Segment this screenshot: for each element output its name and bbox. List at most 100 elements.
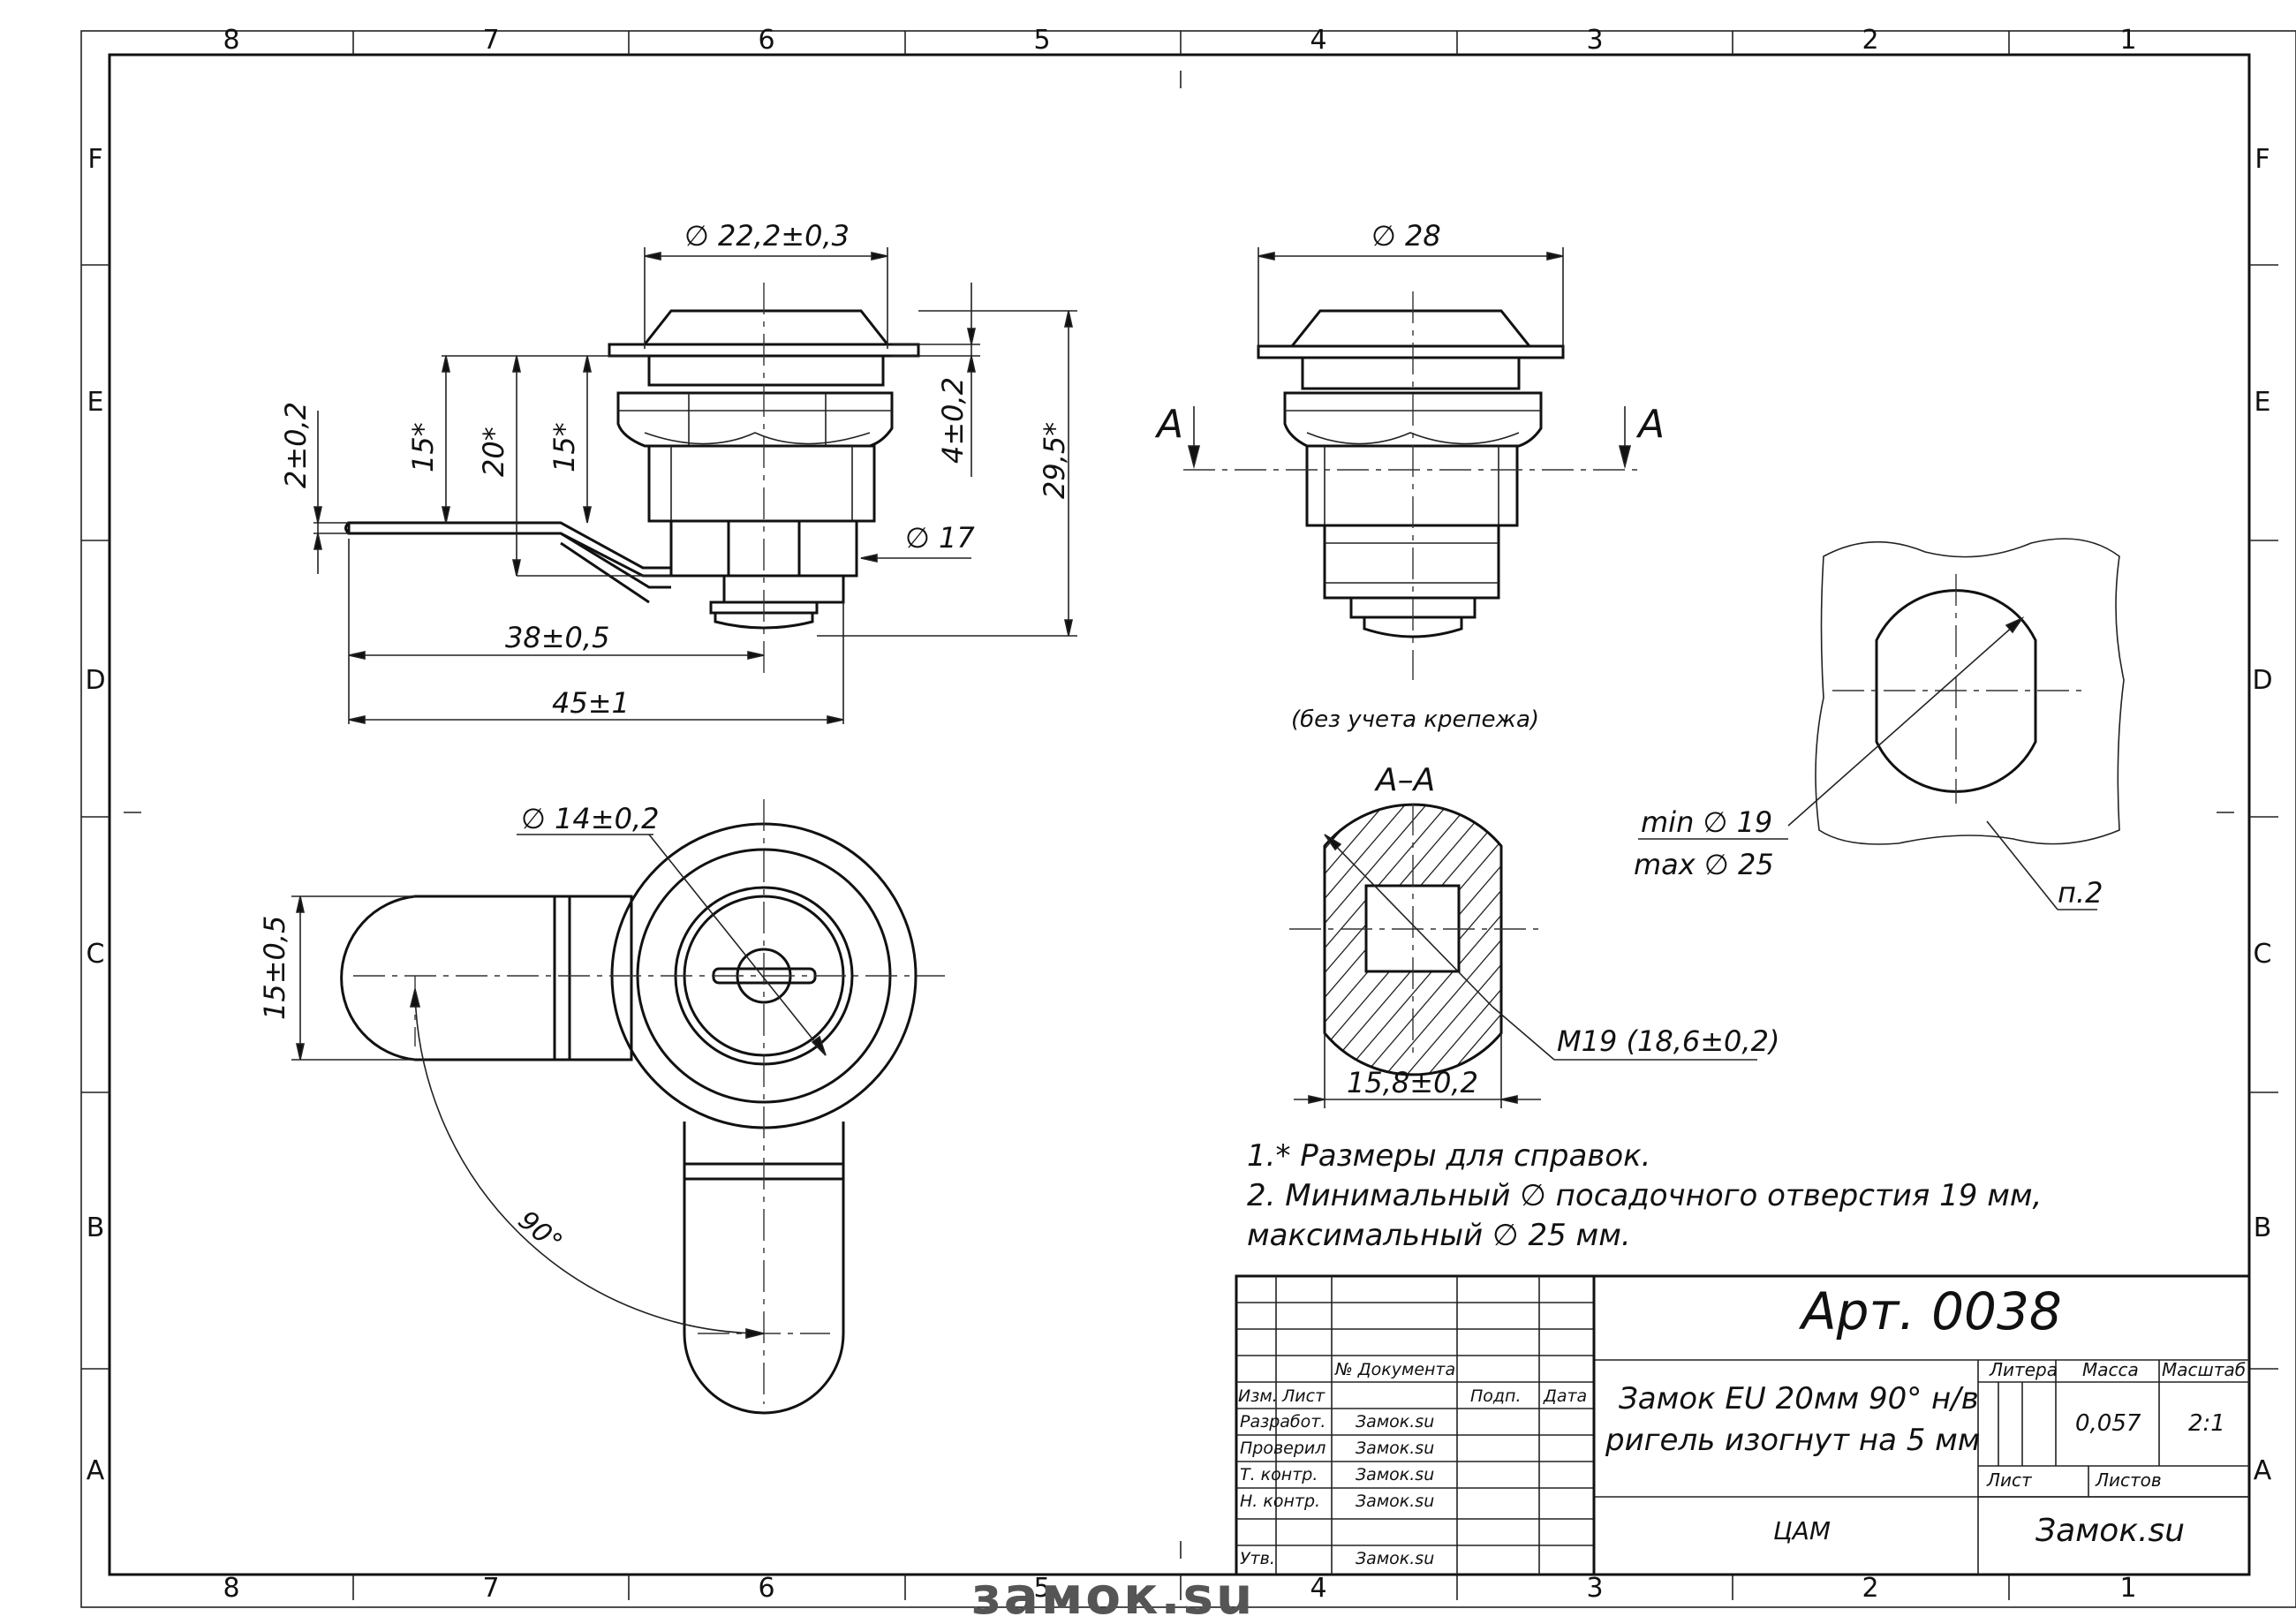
watermark-logo: замок.su xyxy=(971,1566,1342,1624)
role-label: Т. контр. xyxy=(1240,1465,1318,1484)
zone-col-label: 1 xyxy=(2119,1573,2136,1604)
cut-a-left: А xyxy=(1154,402,1183,447)
zone-col-label: 2 xyxy=(1862,1573,1878,1604)
hatch-line xyxy=(1325,804,1430,1075)
hatch-line xyxy=(1417,804,1501,1075)
cut-a-right: А xyxy=(1635,402,1665,447)
dim-diameter-17: ∅ 17 xyxy=(905,521,975,555)
title-block: Арт. 0038 Замок EU 20мм 90° н/в ригель и… xyxy=(1235,1274,2251,1576)
company-name: Замок.su xyxy=(2035,1513,2185,1549)
notes: 1.* Размеры для справок. 2. Минимальный … xyxy=(1247,1138,2042,1253)
zone-col-label: 7 xyxy=(482,25,499,56)
scale-header: Масштаб xyxy=(2162,1359,2246,1380)
hatch-line xyxy=(1396,804,1501,1075)
role-name: Замок.su xyxy=(1356,1465,1434,1484)
dim-flange-diameter: ∅ 22,2±0,3 xyxy=(684,219,850,253)
mounting-hole-view xyxy=(1638,538,2125,910)
hatch-line xyxy=(1325,804,1451,1075)
zone-col-label: 3 xyxy=(1586,25,1603,56)
sign-header: Подп. xyxy=(1470,1386,1522,1406)
list-header: Лист xyxy=(1281,1386,1325,1406)
dim-4: 4±0,2 xyxy=(936,377,970,464)
date-header: Дата xyxy=(1543,1386,1587,1406)
zone-row-label: E xyxy=(2254,387,2271,418)
dim-angle-90: 90° xyxy=(512,1205,568,1258)
watermark-svg: замок.su xyxy=(971,1566,1255,1624)
top-view xyxy=(291,799,945,1415)
zone-row-label: A xyxy=(2254,1455,2272,1486)
product-name-line2: ригель изогнут на 5 мм xyxy=(1605,1423,1980,1458)
hatch-line xyxy=(1058,777,1323,1086)
zone-row-label: F xyxy=(2254,144,2270,175)
hatch-line xyxy=(1325,804,1472,1075)
zone-col-label: 7 xyxy=(482,1573,499,1604)
zone-row-label: C xyxy=(87,939,105,970)
litera-header: Литера xyxy=(1989,1359,2058,1380)
mass-header: Масса xyxy=(2082,1359,2139,1380)
note-1: 1.* Размеры для справок. xyxy=(1247,1138,1651,1174)
zone-row-label: D xyxy=(85,665,105,696)
dim-15-0-5: 15±0,5 xyxy=(258,916,291,1020)
hatch-line xyxy=(1354,804,1501,1075)
organization: ЦАМ xyxy=(1773,1516,1831,1545)
sheets-header: Листов xyxy=(2095,1469,2162,1491)
dim-38: 38±0,5 xyxy=(505,621,609,654)
hatch-line xyxy=(1439,804,1501,1075)
zone-row-label: C xyxy=(2254,939,2272,970)
watermark-text: замок.su xyxy=(971,1567,1255,1620)
zone-col-label: 3 xyxy=(1586,1573,1603,1604)
role-name: Замок.su xyxy=(1356,1412,1434,1431)
zone-col-label: 1 xyxy=(2119,25,2136,56)
zone-col-label: 5 xyxy=(1033,25,1050,56)
product-name-line1: Замок EU 20мм 90° н/в xyxy=(1619,1381,1979,1416)
section-label: А–А xyxy=(1374,762,1435,798)
zone-row-label: F xyxy=(87,144,102,175)
dim-29-5: 29,5* xyxy=(1038,422,1071,499)
front-view xyxy=(313,247,1077,724)
dim-15b: 15* xyxy=(548,422,581,472)
dim-2: 2±0,2 xyxy=(279,402,313,488)
zone-row-label: B xyxy=(2254,1212,2272,1243)
zone-col-label: 4 xyxy=(1310,25,1326,56)
zone-row-label: E xyxy=(87,387,104,418)
role-name: Замок.su xyxy=(1356,1439,1434,1458)
note-3: максимальный ∅ 25 мм. xyxy=(1247,1218,1631,1253)
dim-flange-28: ∅ 28 xyxy=(1371,219,1441,253)
hatch-line xyxy=(1325,804,1409,1075)
sheet-header: Лист xyxy=(1986,1469,2033,1491)
zone-col-label: 8 xyxy=(223,1573,239,1604)
dim-diameter-14: ∅ 14±0,2 xyxy=(521,802,659,835)
zone-row-label: B xyxy=(87,1212,105,1243)
hatch-line xyxy=(1325,804,1493,1075)
role-name: Замок.su xyxy=(1356,1549,1434,1568)
change-header: Изм. xyxy=(1238,1386,1278,1406)
side-view xyxy=(1183,247,1643,680)
zone-col-label: 2 xyxy=(1862,25,1878,56)
dim-max-25: max ∅ 25 xyxy=(1634,848,1774,881)
role-name: Замок.su xyxy=(1356,1492,1434,1511)
note-2: 2. Минимальный ∅ посадочного отверстия 1… xyxy=(1247,1178,2042,1213)
dim-15a: 15* xyxy=(406,422,440,472)
dim-15-8: 15,8±0,2 xyxy=(1347,1066,1478,1099)
hatch-line xyxy=(1325,804,1345,1075)
note-ref-p2: п.2 xyxy=(2058,876,2103,910)
zone-col-label: 8 xyxy=(223,25,239,56)
hatch-line xyxy=(1333,804,1501,1075)
role-label: Разработ. xyxy=(1240,1412,1325,1431)
hatch-line xyxy=(1037,777,1302,1086)
role-label: Проверил xyxy=(1240,1439,1325,1458)
dimension-labels: ∅ 22,2±0,3 ∅ 28 ∅ 17 2±0,2 15* 20* 15* 4… xyxy=(258,219,2103,1258)
hatch-line xyxy=(1325,804,1387,1075)
dim-min-19: min ∅ 19 xyxy=(1641,805,1772,839)
role-label: Н. контр. xyxy=(1240,1492,1320,1511)
scale-value: 2:1 xyxy=(2188,1410,2225,1437)
mass-value: 0,057 xyxy=(2075,1410,2141,1437)
